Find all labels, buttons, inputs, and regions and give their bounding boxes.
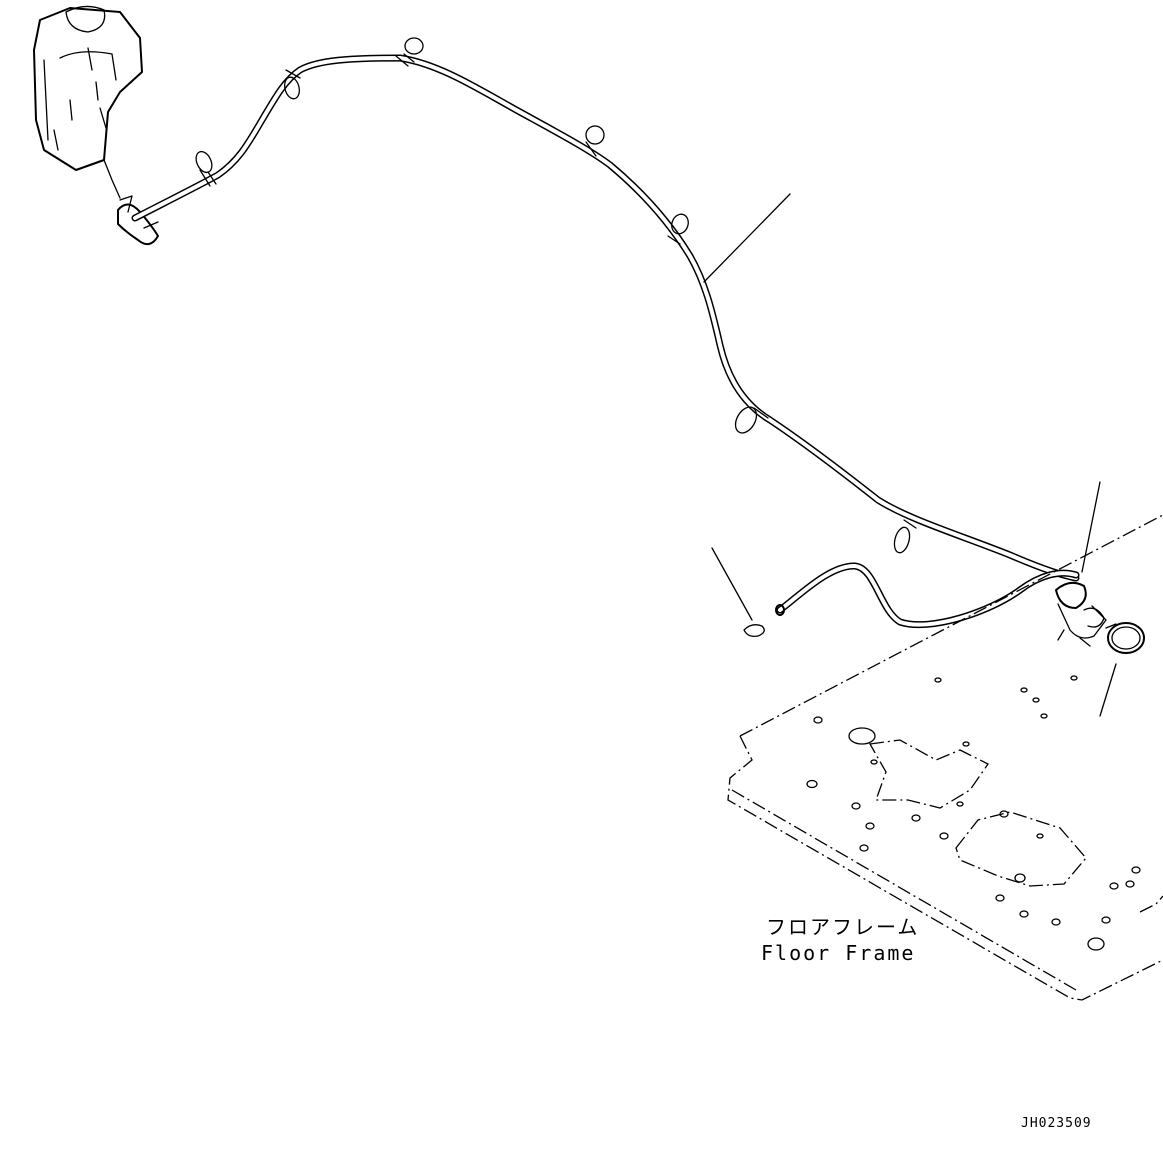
nozzle-assembly xyxy=(1055,581,1145,654)
floor-frame xyxy=(727,514,1163,1001)
clip-1 xyxy=(195,150,217,187)
hose-clips xyxy=(195,37,917,554)
clip-4 xyxy=(585,125,605,157)
leader-clip xyxy=(711,547,753,621)
clip-3 xyxy=(395,37,424,67)
clip-7 xyxy=(893,519,917,554)
floor-frame-label-jp: フロアフレーム xyxy=(766,915,920,939)
leader-fitting xyxy=(1081,481,1101,573)
clip-6 xyxy=(734,406,769,434)
leader-lines xyxy=(703,193,1117,717)
clip-2 xyxy=(284,69,301,100)
pump-connector xyxy=(117,195,159,246)
floor-frame-label-en: Floor Frame xyxy=(761,941,916,965)
frame-hole-large-1 xyxy=(848,727,876,745)
drawing-code: JH023509 xyxy=(1021,1116,1092,1131)
hose-end xyxy=(743,604,785,638)
nozzle-hose xyxy=(776,562,1080,629)
clip-5 xyxy=(667,213,689,245)
leader-hose xyxy=(703,193,791,283)
washer-tank xyxy=(33,5,143,199)
frame-hole-large-2 xyxy=(1087,937,1105,951)
leader-nozzle xyxy=(1099,663,1117,717)
washer-hose xyxy=(131,54,1080,582)
